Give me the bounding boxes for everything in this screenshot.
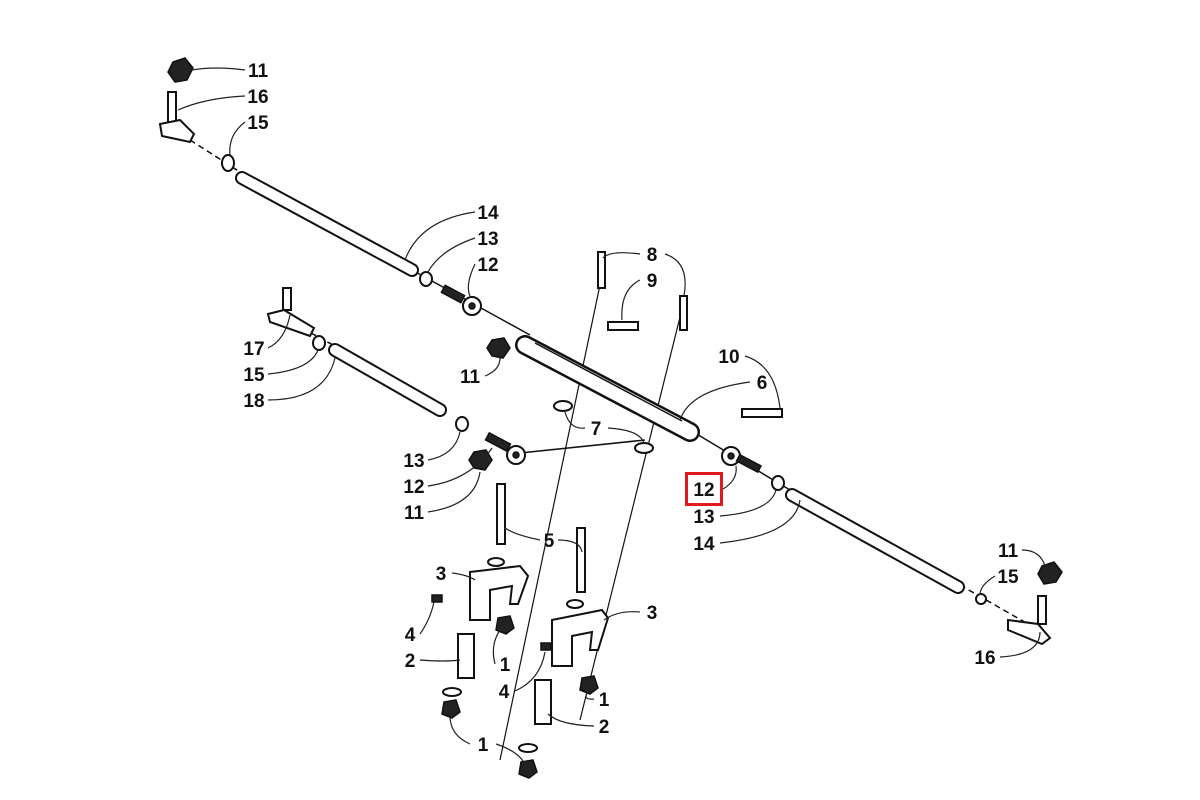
center-link-plate (515, 335, 700, 442)
callout-label: 13 (403, 451, 424, 472)
callout-label: 4 (499, 682, 510, 703)
callout-label: 1 (599, 690, 610, 711)
callout-labels: 11 16 15 14 13 12 8 9 10 6 11 17 15 18 7… (243, 61, 1019, 756)
callout-label: 10 (718, 347, 739, 368)
hardware (158, 57, 1063, 779)
left-short-rod (328, 343, 447, 417)
callout-label: 13 (693, 507, 714, 528)
callout-label: 7 (591, 419, 602, 440)
callout-label: 11 (248, 61, 269, 82)
callout-label: 11 (998, 541, 1019, 562)
callout-label: 2 (405, 651, 416, 672)
callout-label: 3 (436, 564, 447, 585)
callout-label: 3 (647, 603, 658, 624)
callout-label: 5 (544, 531, 555, 552)
callout-label: 11 (404, 503, 425, 524)
callout-label: 12 (403, 477, 424, 498)
callout-label: 14 (477, 203, 499, 224)
highlight-box (685, 472, 723, 506)
callout-label: 18 (243, 391, 264, 412)
callout-label: 17 (243, 339, 264, 360)
callout-label: 15 (243, 365, 265, 386)
callout-label: 15 (247, 113, 269, 134)
callout-label: 2 (599, 717, 610, 738)
callout-label-highlighted[interactable]: 12 (693, 480, 714, 501)
callout-label: 16 (974, 648, 995, 669)
callout-label: 1 (478, 735, 489, 756)
callout-label: 15 (997, 567, 1019, 588)
callout-label: 1 (500, 655, 511, 676)
callout-label: 9 (647, 271, 658, 292)
lower-right-tie-rod (785, 488, 965, 594)
callout-label: 13 (477, 229, 498, 250)
leader-lines (177, 67, 1046, 766)
upper-left-tie-rod (235, 171, 419, 277)
callout-label: 8 (647, 245, 658, 266)
callout-label: 4 (405, 625, 416, 646)
centerline (189, 139, 1036, 761)
callout-label: 11 (460, 367, 481, 388)
callout-label: 16 (247, 87, 268, 108)
callout-label: 6 (757, 373, 768, 394)
callout-label: 14 (693, 534, 715, 555)
callout-label: 12 (477, 255, 498, 276)
